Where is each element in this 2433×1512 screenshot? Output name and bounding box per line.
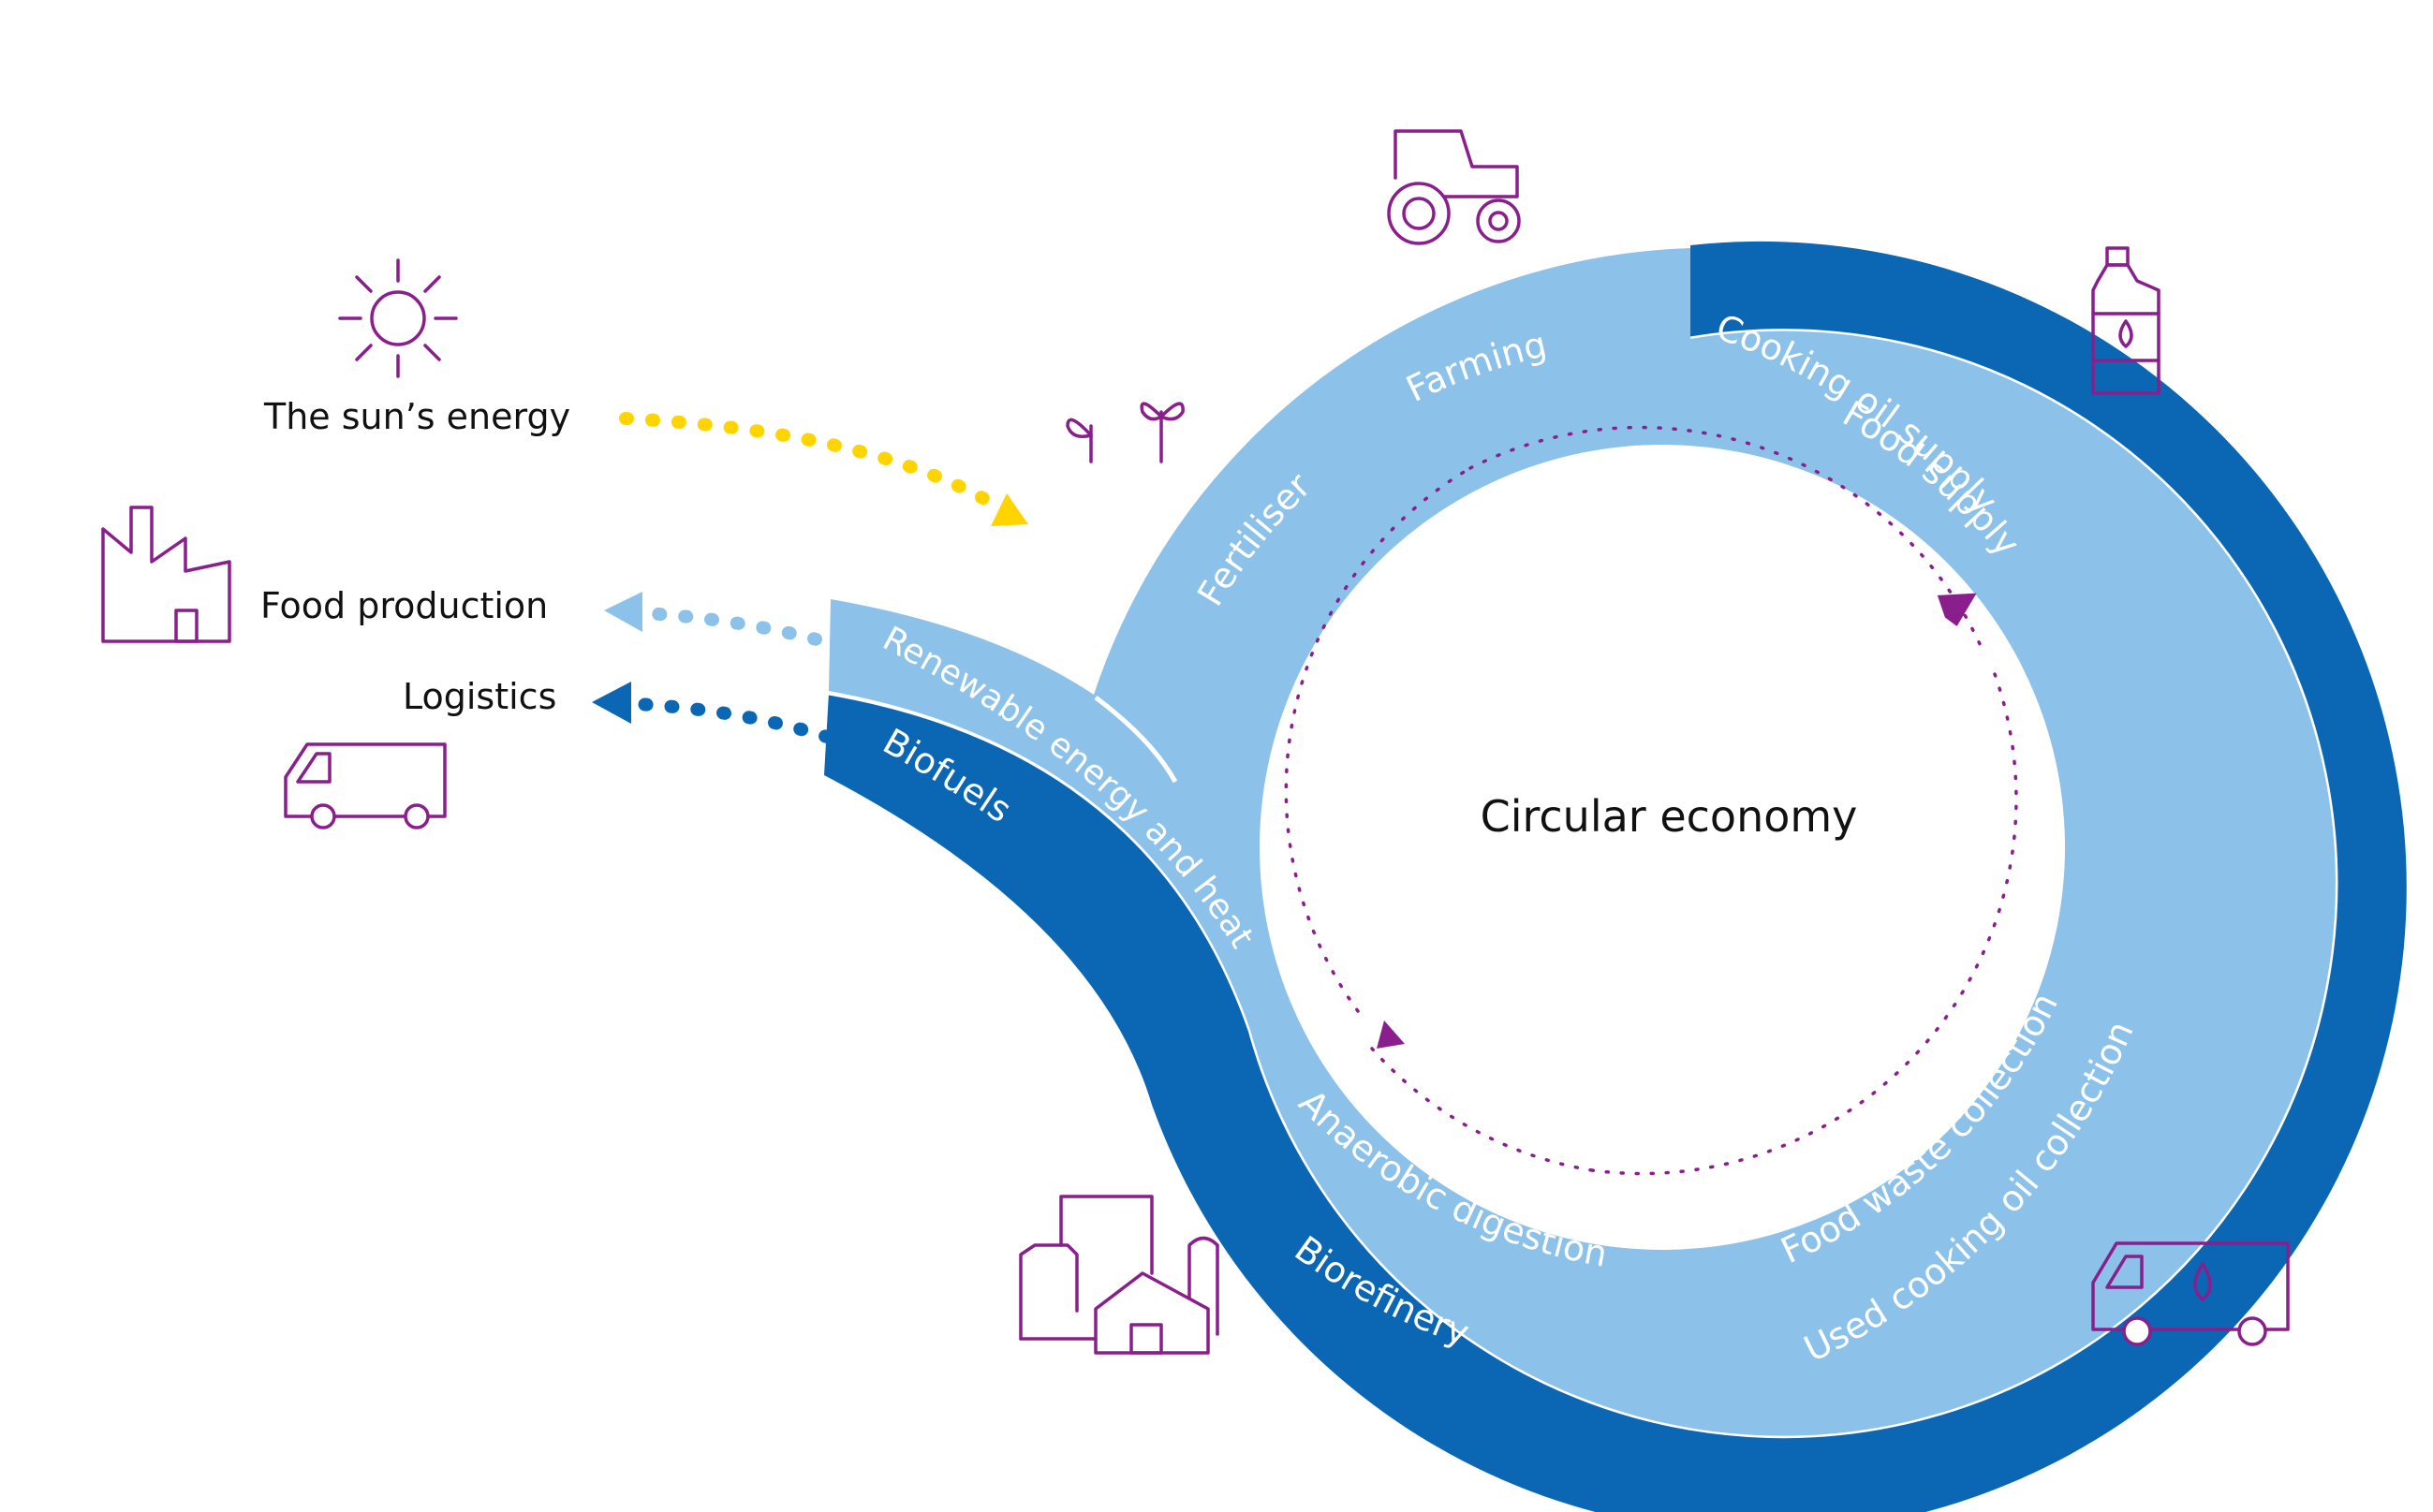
loop-arrowhead-right [1937, 593, 1977, 626]
factory-icon [101, 506, 231, 643]
oil-tanker-icon [2091, 1241, 2290, 1346]
output-label-food-production: Food production [260, 585, 548, 626]
inner-loop-right [1468, 425, 1983, 648]
sun-energy-arrow [619, 412, 995, 507]
center-core [1260, 445, 2065, 1250]
loop-arrowhead-left [1377, 1020, 1405, 1049]
logistics-arrow [630, 697, 833, 743]
center-label: Circular economy [1481, 791, 1858, 842]
seedling-icon [1066, 402, 1185, 463]
outer-ring-band [824, 242, 2407, 1512]
van-icon [284, 742, 447, 829]
food-production-arrow [640, 607, 848, 653]
biorefinery-icon [1019, 1195, 1219, 1355]
output-label-logistics: Logistics [403, 676, 556, 717]
sun-energy-arrowhead [991, 493, 1028, 526]
sun-icon [338, 258, 458, 378]
food-production-arrowhead [604, 592, 642, 632]
tractor-icon [1387, 129, 1521, 245]
input-label-sun: The sun’s energy [263, 396, 570, 437]
tail-split [1094, 696, 1178, 784]
oil-bottle-icon [2091, 246, 2160, 395]
logistics-arrowhead [592, 682, 631, 724]
inner-loop-left [1370, 1047, 1594, 1172]
